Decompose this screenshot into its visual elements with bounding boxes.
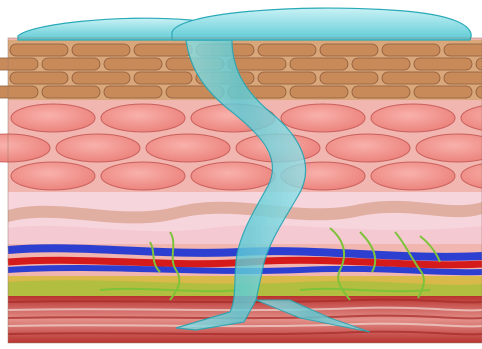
corneum-cell xyxy=(134,72,192,84)
corneum-cell xyxy=(72,44,130,56)
corneum-cell xyxy=(104,58,162,70)
corneum-cell xyxy=(10,72,68,84)
corneum-cell xyxy=(320,44,378,56)
corneum-cell xyxy=(42,58,100,70)
corneum-cell xyxy=(320,72,378,84)
corneum-cell xyxy=(134,44,192,56)
water-droplet-icon-right xyxy=(172,8,471,40)
corneum-cell xyxy=(414,58,472,70)
corneum-cell xyxy=(444,44,482,56)
corneum-cell xyxy=(258,44,316,56)
epidermis-cell xyxy=(11,162,95,190)
corneum-cell xyxy=(258,72,316,84)
corneum-cell xyxy=(104,86,162,98)
corneum-cell xyxy=(290,58,348,70)
corneum-cell xyxy=(444,72,482,84)
epidermis-cell xyxy=(281,104,365,132)
epidermis-cell xyxy=(11,104,95,132)
corneum-cell xyxy=(0,86,38,98)
epidermis-cell xyxy=(101,104,185,132)
corneum-cell xyxy=(382,72,440,84)
epidermis-cell xyxy=(146,134,230,162)
epidermis-cell xyxy=(101,162,185,190)
epidermis-cell xyxy=(191,162,275,190)
corneum-cell xyxy=(42,86,100,98)
corneum-cell xyxy=(0,58,38,70)
corneum-cell xyxy=(352,86,410,98)
corneum-cell xyxy=(414,86,472,98)
epidermis-cell xyxy=(326,134,410,162)
corneum-cell xyxy=(72,72,130,84)
corneum-cell xyxy=(352,58,410,70)
corneum-cell xyxy=(10,44,68,56)
corneum-cell xyxy=(290,86,348,98)
epidermis-cell xyxy=(371,104,455,132)
corneum-cell xyxy=(382,44,440,56)
epidermis-cell xyxy=(56,134,140,162)
epidermis-cell xyxy=(371,162,455,190)
water-droplets xyxy=(18,8,471,40)
